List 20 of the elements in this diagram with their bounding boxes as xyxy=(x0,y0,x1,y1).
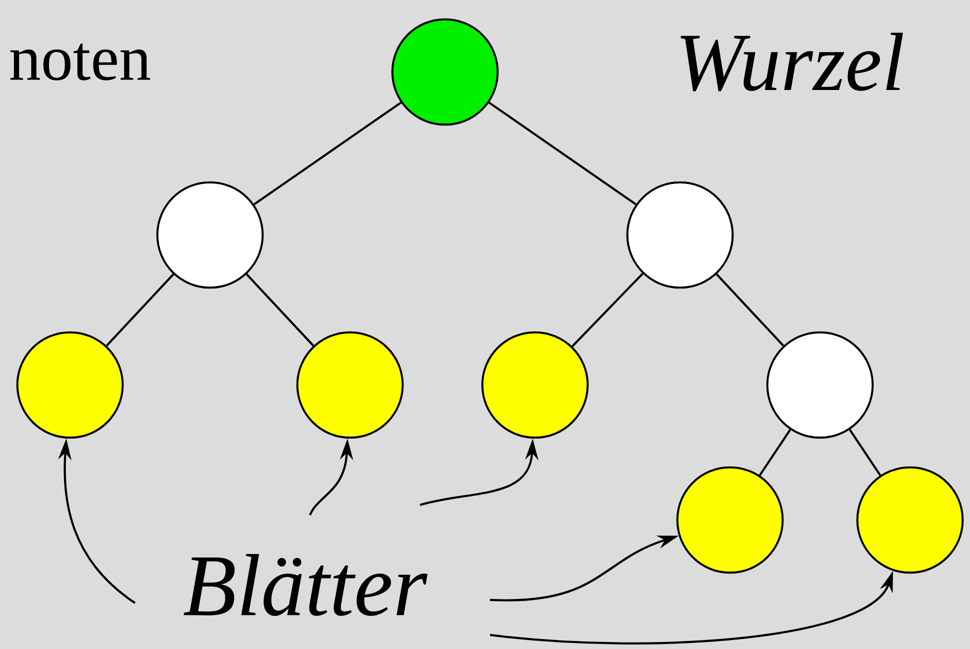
tree-node xyxy=(766,331,874,439)
tree-node xyxy=(626,181,734,289)
tree-edge xyxy=(488,102,637,206)
tree-edge xyxy=(758,429,792,476)
tree-edge xyxy=(106,274,174,346)
tree-edge xyxy=(254,102,402,206)
tree-node xyxy=(856,466,964,574)
tree-node xyxy=(296,331,404,439)
tree-edge xyxy=(246,274,314,346)
root-label: Wurzel xyxy=(680,32,903,92)
tree-node xyxy=(676,466,784,574)
leaf-label: Blätter xyxy=(184,554,428,616)
tree-node xyxy=(156,181,264,289)
section-title: noten xyxy=(10,44,150,80)
tree-node xyxy=(481,331,589,439)
tree-edge xyxy=(848,429,882,476)
tree-node xyxy=(16,331,124,439)
tree-edge xyxy=(572,272,644,348)
tree-node xyxy=(391,18,499,126)
tree-edge xyxy=(716,274,784,346)
